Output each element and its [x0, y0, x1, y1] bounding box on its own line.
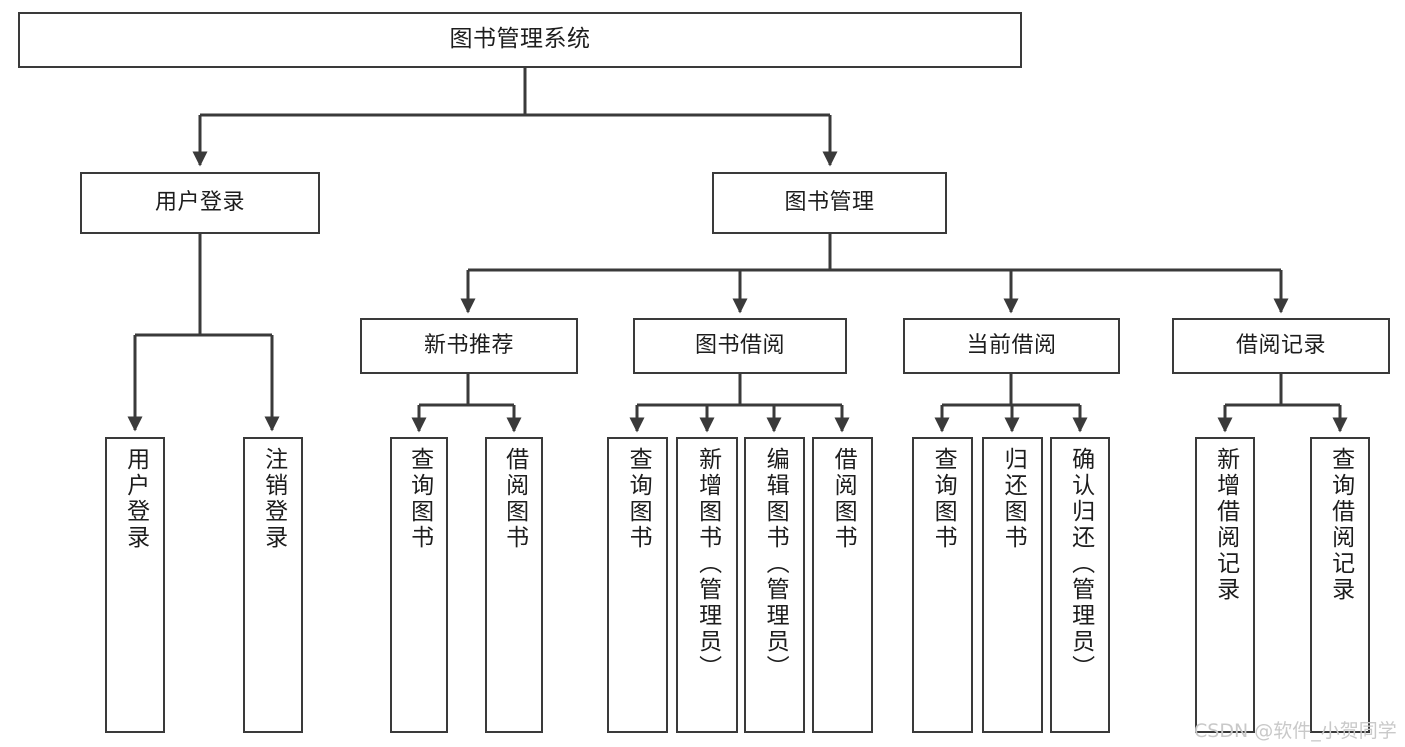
node-leaf-edit-book[interactable]: 编辑图书（管理员）: [744, 437, 805, 733]
node-leaf-query-book-1[interactable]: 查询图书: [390, 437, 448, 733]
node-leaf-borrow-book-1-label: 借阅图书: [501, 447, 528, 551]
node-leaf-add-book[interactable]: 新增图书（管理员）: [676, 437, 738, 733]
node-leaf-user-login-label: 用户登录: [122, 447, 149, 551]
node-leaf-add-record[interactable]: 新增借阅记录: [1195, 437, 1255, 733]
node-leaf-confirm-return[interactable]: 确认归还（管理员）: [1050, 437, 1110, 733]
node-book-borrow-label: 图书借阅: [694, 333, 785, 359]
node-leaf-add-book-label: 新增图书（管理员）: [694, 447, 721, 681]
node-leaf-borrow-book-1[interactable]: 借阅图书: [485, 437, 543, 733]
csdn-watermark: CSDN @软件_小贺同学: [1194, 720, 1397, 742]
node-leaf-query-book-3-label: 查询图书: [930, 447, 957, 551]
node-user-login[interactable]: 用户登录: [80, 172, 320, 234]
node-leaf-confirm-return-label: 确认归还（管理员）: [1067, 447, 1094, 681]
node-leaf-user-login[interactable]: 用户登录: [105, 437, 165, 733]
node-leaf-edit-book-label: 编辑图书（管理员）: [762, 447, 789, 681]
node-current-borrow[interactable]: 当前借阅: [903, 318, 1120, 374]
node-leaf-query-record[interactable]: 查询借阅记录: [1310, 437, 1370, 733]
node-leaf-add-record-label: 新增借阅记录: [1212, 447, 1239, 603]
node-borrow-record[interactable]: 借阅记录: [1172, 318, 1390, 374]
node-leaf-logout-label: 注销登录: [260, 447, 287, 551]
node-leaf-return-book[interactable]: 归还图书: [982, 437, 1043, 733]
node-root-label: 图书管理系统: [449, 26, 591, 53]
node-leaf-logout[interactable]: 注销登录: [243, 437, 303, 733]
node-book-manage-label: 图书管理: [784, 190, 875, 216]
node-leaf-query-record-label: 查询借阅记录: [1327, 447, 1354, 603]
node-leaf-return-book-label: 归还图书: [1000, 447, 1027, 551]
node-leaf-borrow-book-2-label: 借阅图书: [830, 447, 857, 551]
node-leaf-query-book-3[interactable]: 查询图书: [912, 437, 973, 733]
node-leaf-query-book-1-label: 查询图书: [406, 447, 433, 551]
node-new-book-recommend-label: 新书推荐: [423, 333, 514, 359]
node-leaf-borrow-book-2[interactable]: 借阅图书: [812, 437, 873, 733]
node-new-book-recommend[interactable]: 新书推荐: [360, 318, 578, 374]
node-borrow-record-label: 借阅记录: [1235, 333, 1326, 359]
node-root[interactable]: 图书管理系统: [18, 12, 1022, 68]
node-leaf-query-book-2-label: 查询图书: [625, 447, 652, 551]
node-current-borrow-label: 当前借阅: [966, 333, 1057, 359]
node-book-manage[interactable]: 图书管理: [712, 172, 947, 234]
node-book-borrow[interactable]: 图书借阅: [633, 318, 847, 374]
node-leaf-query-book-2[interactable]: 查询图书: [607, 437, 668, 733]
node-user-login-label: 用户登录: [154, 190, 245, 216]
